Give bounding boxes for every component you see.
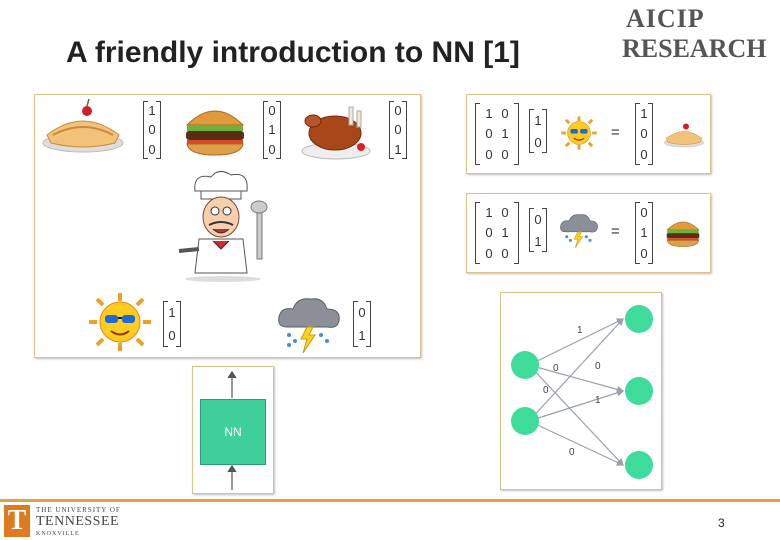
- matrix-value: 0: [485, 225, 493, 241]
- university-line-3: KNOXVILLE: [36, 531, 80, 537]
- vector-value: 0: [358, 305, 366, 320]
- nn-arrows: [227, 370, 237, 490]
- food-weather-panel: 1 0 0 0 1 0 0 0 1: [34, 94, 421, 358]
- sun-vector: 1 0: [163, 301, 181, 347]
- university-line-1: THE UNIVERSITY OF: [36, 506, 121, 514]
- matrix-value: 0: [501, 147, 509, 163]
- vector-value: 0: [268, 103, 276, 119]
- burger-vector: 0 1 0: [263, 101, 281, 159]
- sun-icon: [89, 293, 151, 351]
- edge-label: 1: [595, 395, 601, 406]
- edge-label: 0: [543, 385, 549, 396]
- edge-label: 0: [595, 361, 601, 372]
- edge-label: 0: [569, 447, 575, 458]
- matrix-value: 0: [501, 105, 509, 121]
- input-node: [511, 351, 539, 379]
- page-title: A friendly introduction to NN [1]: [66, 36, 520, 69]
- logo-line-2: RESEARCH: [622, 34, 767, 63]
- burger-icon: [185, 110, 245, 156]
- sun-icon: [561, 116, 597, 150]
- burger-icon: [666, 221, 700, 247]
- storm-cloud-icon: [278, 298, 340, 354]
- footer-divider: [0, 499, 780, 502]
- output-vector: 1 0 0: [635, 103, 653, 165]
- matrix-value: 0: [485, 147, 493, 163]
- edge: [528, 318, 624, 422]
- vector-value: 1: [148, 103, 156, 119]
- vector-value: 0: [394, 103, 402, 119]
- logo-line-1: AICIP: [626, 4, 705, 33]
- nn-block: NN: [200, 399, 266, 465]
- vector-value: 1: [534, 233, 542, 249]
- edge: [528, 364, 625, 393]
- vector-value: 1: [168, 305, 176, 320]
- matrix-value: 1: [485, 204, 493, 220]
- output-vector: 0 1 0: [635, 202, 653, 264]
- edge: [528, 420, 625, 466]
- edge-label: 1: [577, 325, 583, 336]
- pie-vector: 1 0 0: [143, 101, 161, 159]
- pie-icon: [42, 98, 124, 153]
- vector-value: 0: [148, 141, 156, 157]
- vector-value: 1: [358, 328, 366, 343]
- output-node: [625, 451, 653, 479]
- edge: [528, 364, 624, 466]
- vector-value: 1: [640, 225, 648, 241]
- vector-value: 0: [534, 211, 542, 227]
- equals-sign: =: [611, 223, 620, 240]
- ut-t-mark: T: [4, 505, 30, 537]
- vector-value: 0: [640, 126, 648, 142]
- page-number: 3: [718, 516, 725, 530]
- vector-value: 0: [534, 134, 542, 150]
- network-diagram: 1 0 0 0 1 0: [511, 305, 653, 479]
- university-line-2: TENNESSEE: [36, 514, 120, 529]
- vector-value: 0: [148, 122, 156, 138]
- vector-value: 1: [640, 105, 648, 121]
- chicken-vector: 0 0 1: [389, 101, 407, 159]
- matrix-value: 1: [485, 105, 493, 121]
- edge: [528, 389, 625, 422]
- matrix-value: 1: [501, 225, 509, 241]
- chef-icon: [178, 171, 268, 282]
- edge-label: 0: [553, 363, 559, 374]
- pie-icon: [663, 123, 705, 148]
- vector-value: 0: [640, 147, 648, 163]
- storm-vector: 0 1: [353, 301, 371, 347]
- matrix-value: 0: [501, 246, 509, 262]
- output-node: [625, 377, 653, 405]
- vector-value: 0: [640, 204, 648, 220]
- aicip-logo: AICIP RESEARCH: [622, 4, 774, 64]
- matrix-value: 0: [485, 246, 493, 262]
- equals-sign: =: [611, 124, 620, 141]
- vector-value: 0: [268, 141, 276, 157]
- vector-value: 1: [268, 122, 276, 138]
- vector-value: 0: [394, 122, 402, 138]
- matrix-value: 0: [485, 126, 493, 142]
- storm-cloud-icon: [560, 214, 598, 248]
- matrix-value: 0: [501, 204, 509, 220]
- vector-value: 0: [168, 328, 176, 343]
- university-logo: T THE UNIVERSITY OF TENNESSEE KNOXVILLE: [4, 505, 154, 539]
- matrix-value: 1: [501, 126, 509, 142]
- vector-value: 1: [534, 112, 542, 128]
- input-node: [511, 407, 539, 435]
- vector-value: 0: [640, 246, 648, 262]
- output-node: [625, 305, 653, 333]
- network-diagram-panel: 1 0 0 0 1 0: [500, 292, 662, 490]
- edge: [528, 318, 625, 366]
- chicken-icon: [301, 106, 371, 160]
- vector-value: 1: [394, 141, 402, 157]
